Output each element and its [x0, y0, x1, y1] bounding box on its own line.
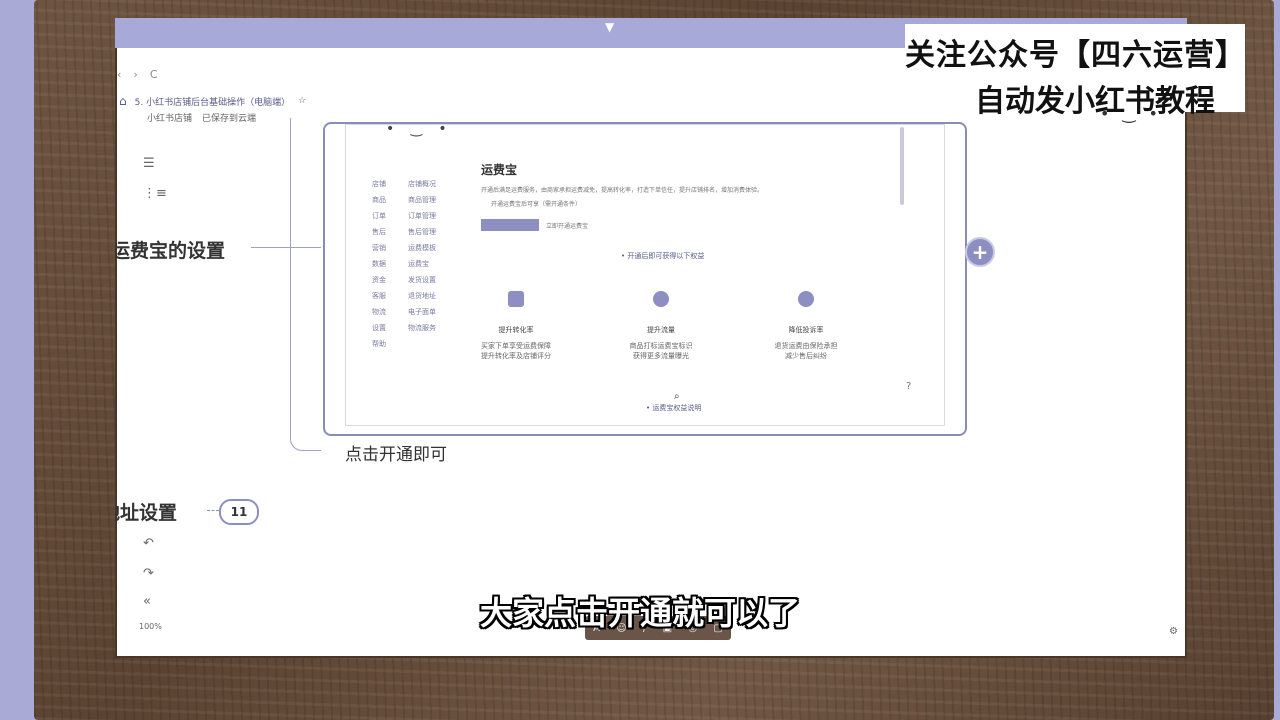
magnifier-icon[interactable]: ⌕	[674, 391, 680, 402]
inner-sidebar-subitem: 店铺概况	[408, 180, 436, 188]
cute-face-icon: • ‿ •	[1100, 104, 1162, 123]
inner-sidebar-main: 店铺 商品 订单 售后 营销 数据 资金 客服 物流 设置 帮助	[372, 179, 386, 355]
outline-icon[interactable]: ⋮≡	[143, 186, 167, 201]
browser-nav: ‹ › C	[117, 68, 158, 81]
inner-sidebar-item: 店铺	[372, 180, 386, 188]
help-icon[interactable]: ?	[906, 381, 912, 392]
dropdown-marker-icon: ▼	[605, 20, 615, 34]
feature-line: 商品打标运费宝标识	[629, 342, 693, 350]
feature-card: 提升流量 商品打标运费宝标识 获得更多流量曝光	[601, 291, 721, 361]
image-icon	[508, 291, 524, 307]
redo-icon[interactable]: ↷	[143, 566, 154, 581]
inner-sidebar-subitem: 售后管理	[408, 228, 436, 236]
badge-connector	[207, 510, 219, 511]
feature-line: 减少售后纠纷	[785, 352, 827, 360]
inner-description: 开通后满足运费服务，由商家承担运费减免，提高转化率，打造下单信任，提升店铺排名，…	[481, 187, 764, 194]
inner-sidebar-subitem: 发货设置	[408, 276, 436, 284]
note-tool-icon[interactable]: ▢	[713, 622, 723, 634]
inner-footer-link[interactable]: • 运费宝权益说明	[646, 404, 702, 412]
feature-line: 提升转化率及店铺评分	[481, 352, 551, 360]
bottom-toolbar: A ☺ / ▣ ◎ ▢	[585, 616, 731, 640]
inner-sidebar-item: 帮助	[372, 340, 386, 348]
inner-subtext: 开通运费宝后可享（需开通条件）	[491, 201, 582, 208]
document-header: ⌂ 5. 小红书店铺后台基础操作（电脑端） ☆ 小红书店铺 已保存到云端	[119, 94, 306, 124]
inner-sidebar-subitem: 电子面单	[408, 308, 436, 316]
reload-icon[interactable]: C	[149, 68, 158, 81]
inner-sidebar-item: 售后	[372, 228, 386, 236]
feature-line: 获得更多流量曝光	[633, 352, 689, 360]
cloud-icon	[798, 291, 814, 307]
screen: ▼ ‹ › C ⌂ 5. 小红书店铺后台基础操作（电脑端） ☆ 小红书店铺 已保…	[115, 18, 1187, 658]
settings-icon[interactable]: ⚙	[1169, 626, 1178, 637]
inner-sidebar-subitem: 运费宝	[408, 260, 429, 268]
drop-icon	[653, 291, 669, 307]
save-status: 已保存到云端	[202, 114, 257, 124]
inner-scrollbar[interactable]	[900, 127, 904, 205]
zoom-level[interactable]: 100%	[139, 622, 162, 631]
feature-card: 提升转化率 买家下单享受运费保障 提升转化率及店铺评分	[456, 291, 576, 361]
list-icon[interactable]: ☰	[143, 156, 155, 171]
home-icon[interactable]: ⌂	[119, 94, 127, 108]
feature-line: 买家下单享受运费保障	[481, 342, 551, 350]
inner-sidebar-item: 客服	[372, 292, 386, 300]
text-tool-icon[interactable]: A	[593, 622, 600, 634]
mindmap-node-address[interactable]: 地址设置	[115, 502, 178, 524]
emoji-tool-icon[interactable]: ☺	[616, 622, 627, 634]
inner-sidebar-item: 订单	[372, 212, 386, 220]
inner-page-title: 运费宝	[481, 163, 518, 177]
inner-sidebar-item: 商品	[372, 196, 386, 204]
feature-title: 提升转化率	[498, 326, 534, 334]
star-icon[interactable]: ☆	[298, 96, 307, 106]
watermark-line-1: 关注公众号【四六运营】	[905, 38, 1246, 73]
inner-open-button[interactable]	[481, 219, 539, 231]
inner-sidebar-subitem: 订单管理	[408, 212, 436, 220]
feature-title: 提升流量	[647, 326, 675, 334]
inner-sidebar-subitem: 运费模板	[408, 244, 436, 252]
inner-benefits-heading: • 开通后即可获得以下权益	[621, 252, 705, 260]
breadcrumb[interactable]: 小红书店铺	[147, 114, 193, 124]
line-tool-icon[interactable]: /	[642, 622, 647, 634]
add-node-button[interactable]: +	[965, 237, 995, 267]
inner-sidebar-item: 营销	[372, 244, 386, 252]
mindmap-connector	[251, 247, 321, 248]
inner-sidebar-item: 资金	[372, 276, 386, 284]
inner-sidebar-sub: 店铺概况 商品管理 订单管理 售后管理 运费模板 运费宝 发货设置 退货地址 电…	[408, 179, 436, 339]
feature-card: 降低投诉率 退货运费由保险承担 减少售后纠纷	[746, 291, 866, 361]
inner-panel: • ‿ • 店铺 商品 订单 售后 营销 数据 资金 客服 物流 设置 帮助 店…	[345, 124, 945, 426]
video-subtitle: 大家点击开通就可以了	[479, 594, 800, 632]
inner-sidebar-item: 物流	[372, 308, 386, 316]
image-tool-icon[interactable]: ▣	[662, 622, 673, 634]
link-tool-icon[interactable]: ◎	[688, 622, 698, 634]
cute-face-icon: • ‿ •	[386, 122, 453, 137]
collapse-icon[interactable]: «	[143, 594, 151, 609]
embedded-screenshot[interactable]: • ‿ • 店铺 商品 订单 售后 营销 数据 资金 客服 物流 设置 帮助 店…	[323, 122, 967, 436]
inner-button-note: 立即开通运费宝	[546, 223, 589, 230]
watermark-banner: 关注公众号【四六运营】 自动发小红书教程	[905, 24, 1246, 119]
mindmap-node-freight[interactable]: 运费宝的设置	[115, 240, 226, 262]
feature-line: 退货运费由保险承担	[774, 342, 838, 350]
mindmap-leaf-open[interactable]: 点击开通即可	[345, 445, 447, 465]
watermark-line-2: 自动发小红书教程	[975, 84, 1215, 119]
inner-sidebar-item: 设置	[372, 324, 386, 332]
inner-sidebar-subitem: 物流服务	[408, 324, 436, 332]
mindmap-connector	[290, 118, 321, 451]
inner-sidebar-subitem: 退货地址	[408, 292, 436, 300]
forward-icon[interactable]: ›	[133, 68, 138, 81]
feature-title: 降低投诉率	[788, 326, 824, 334]
back-icon[interactable]: ‹	[117, 68, 122, 81]
inner-sidebar-item: 数据	[372, 260, 386, 268]
collapsed-count-badge[interactable]: 11	[219, 499, 259, 525]
undo-icon[interactable]: ↶	[143, 536, 154, 551]
inner-sidebar-subitem: 商品管理	[408, 196, 436, 204]
document-title[interactable]: 5. 小红书店铺后台基础操作（电脑端）	[134, 97, 291, 108]
